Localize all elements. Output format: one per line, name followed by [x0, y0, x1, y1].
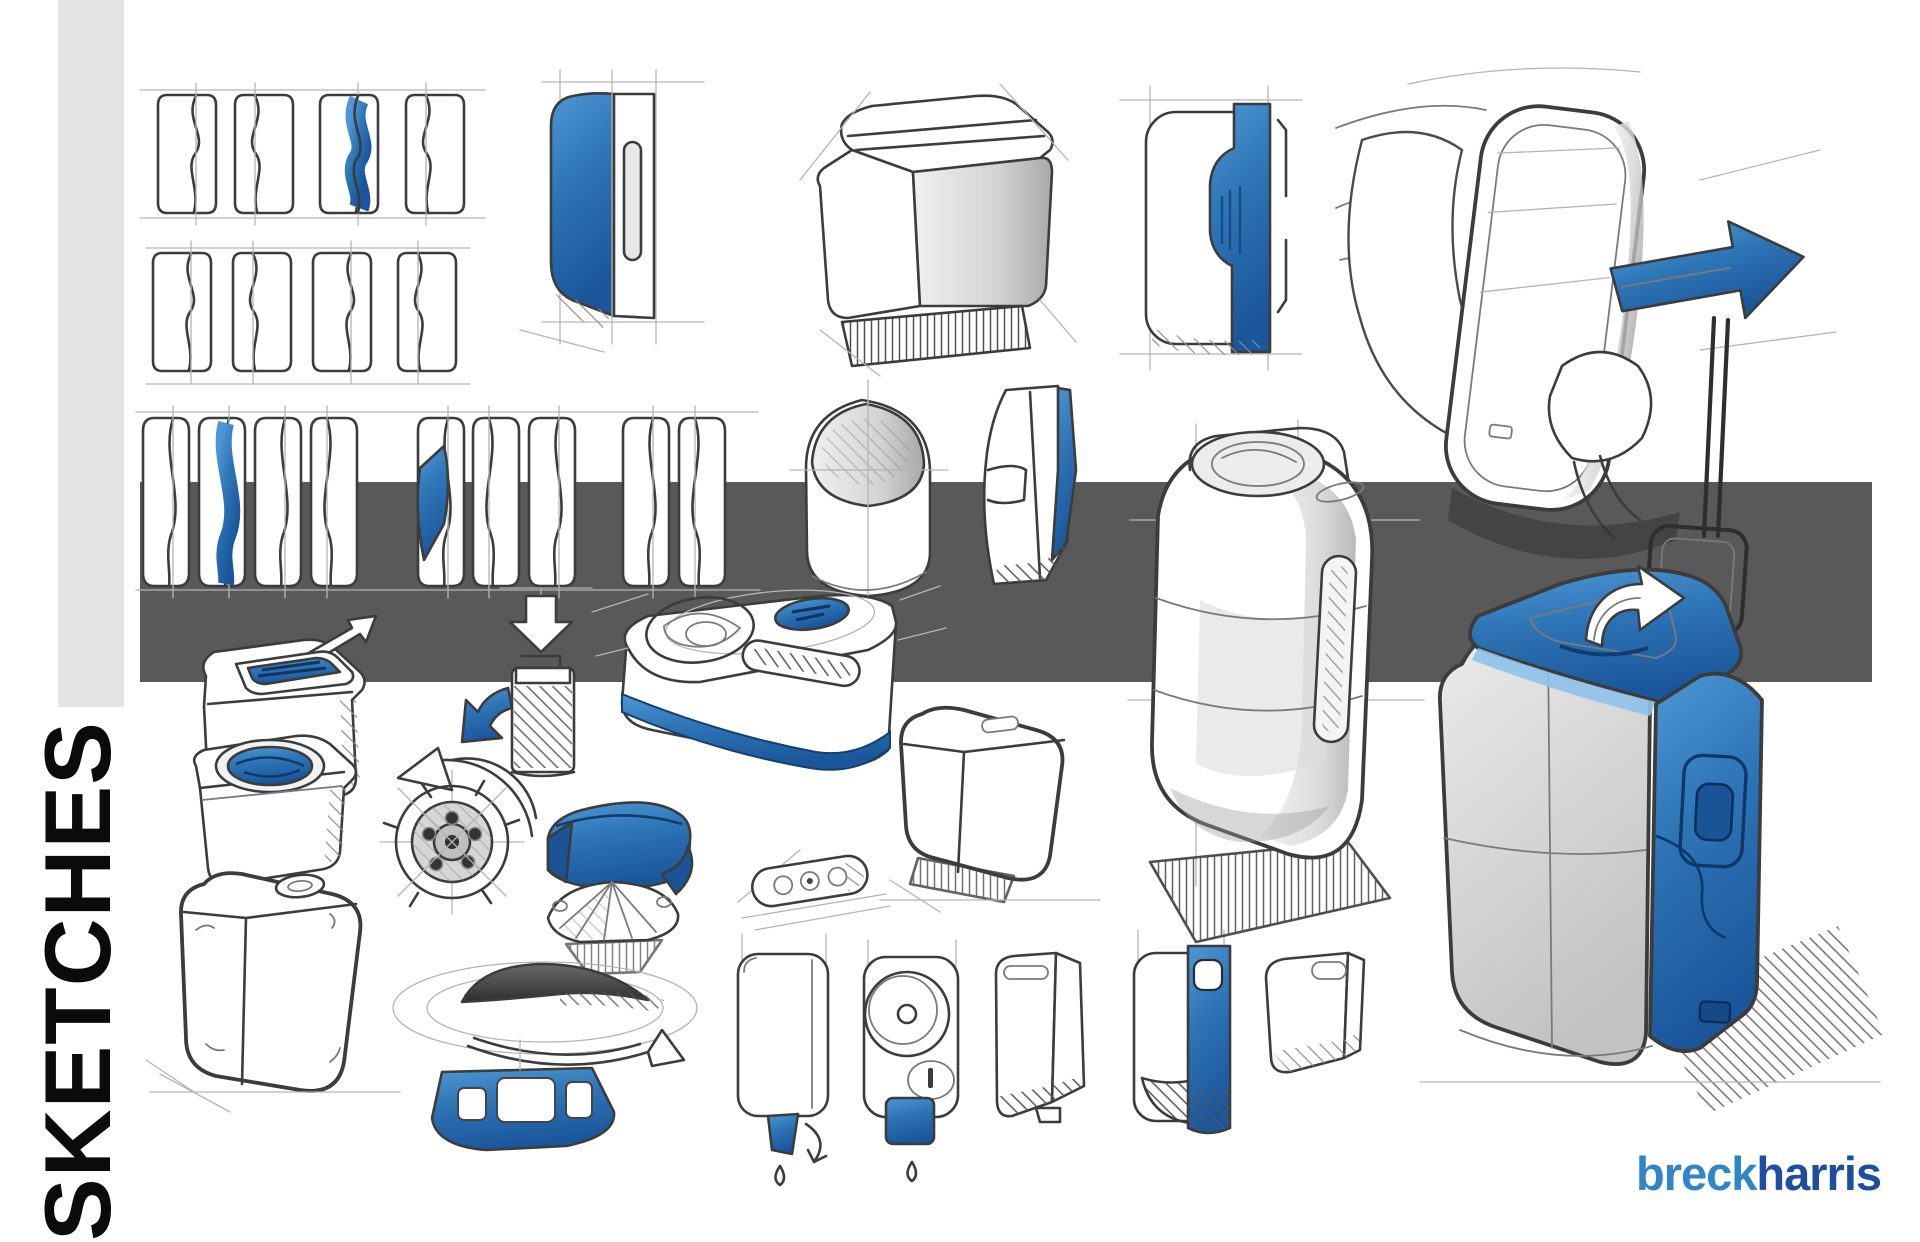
sketch-cooler-final	[1419, 315, 1884, 1114]
sketch-panel-side-view	[1144, 102, 1288, 355]
sketch-shell-lid-platter	[392, 961, 698, 1068]
brand-logo-part2: harris	[1756, 1147, 1882, 1200]
blue-right-arrow-icon	[1609, 220, 1805, 320]
sketch-blue-collar-funnel	[546, 801, 694, 976]
water-drop-icon	[774, 1164, 786, 1187]
sketch-box-dial	[591, 585, 947, 771]
rotate-arrow-icon	[426, 757, 538, 838]
sketch-dispenser-slim-plain	[1264, 951, 1366, 1074]
sketch-rotary-knob	[382, 746, 538, 908]
sketch-dispenser-dial	[862, 955, 960, 1183]
side-accent-bar	[58, 0, 124, 707]
sketch-jug-blue-cap	[192, 734, 358, 886]
white-curl-arrow-icon	[1584, 564, 1686, 648]
sketch-bottle-arrows	[460, 594, 576, 778]
sketch-thumbnail-grid	[141, 81, 727, 600]
brand-logo: breckharris	[1636, 1146, 1882, 1201]
sketch-tapered-side-view	[982, 384, 1078, 586]
sketch-hand-pull-device	[1335, 67, 1837, 559]
sketch-rounded-cube-box	[799, 83, 1077, 377]
brand-logo-part1: breck	[1636, 1147, 1757, 1200]
sketch-round-top-canister	[789, 379, 949, 613]
water-drop-icon	[906, 1160, 918, 1183]
sketch-blue-tray	[430, 1039, 616, 1152]
blue-left-arrow-icon	[460, 686, 514, 744]
sketch-dispenser-drip	[736, 952, 830, 1187]
sketch-side-profile-shell	[519, 69, 656, 353]
sketch-dispenser-slim	[994, 951, 1086, 1124]
sketch-tall-tank	[1148, 426, 1392, 944]
sketch-capsule-detail	[737, 849, 891, 931]
down-arrow-icon	[508, 594, 574, 654]
sketch-small-cube	[879, 705, 1101, 913]
sketch-plain-jug	[145, 871, 401, 1113]
sketch-dispenser-blue-stripe	[1132, 944, 1232, 1135]
